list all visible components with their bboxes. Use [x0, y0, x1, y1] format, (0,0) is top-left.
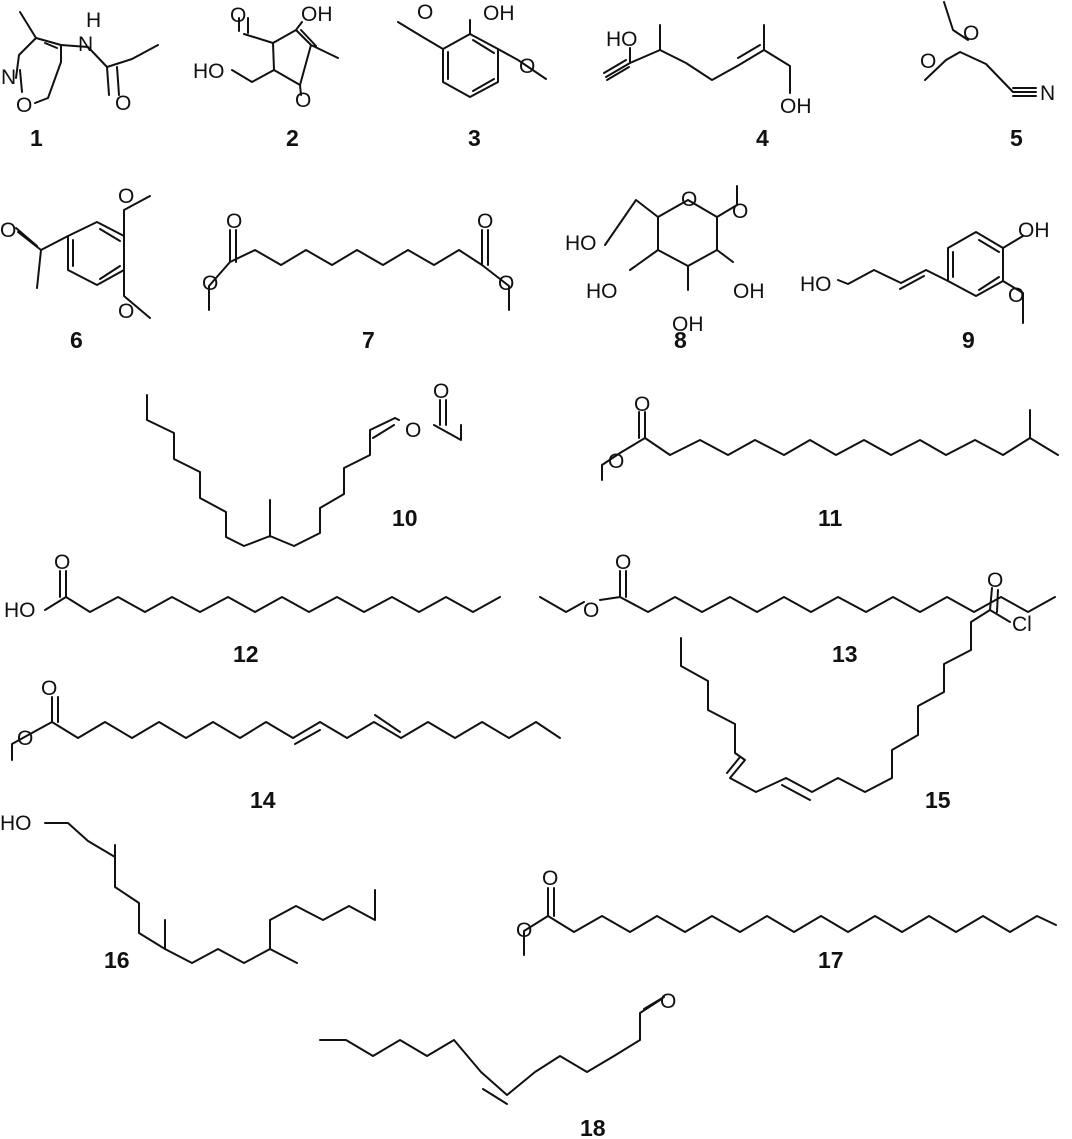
compound-number: 15 [925, 787, 951, 813]
compound-1: N O H N O 1 [1, 9, 159, 151]
atom-label: O [634, 393, 650, 416]
compound-number: 17 [818, 947, 844, 973]
compound-2: O OH HO O 2 [193, 3, 339, 151]
compound-number: 16 [104, 947, 130, 973]
atom-label: O [41, 677, 57, 700]
atom-label: O [963, 22, 979, 45]
atom-label: O [477, 210, 493, 233]
compound-number: 8 [674, 327, 687, 353]
compound-number: 4 [756, 125, 769, 151]
atom-label: HO [800, 273, 832, 296]
atom-label: OH [672, 313, 704, 336]
compound-3: O OH O 3 [397, 1, 547, 151]
atom-label: O [54, 551, 70, 574]
atom-label: N [1040, 82, 1055, 105]
compound-number: 10 [392, 505, 418, 531]
atom-label: O [405, 419, 421, 442]
compound-number: 18 [580, 1115, 606, 1139]
atom-label: O [16, 94, 32, 117]
compound-number: 14 [250, 787, 276, 813]
compound-16: HO 16 [0, 812, 376, 973]
atom-label: O [118, 185, 134, 208]
compound-5: O O N 5 [920, 1, 1055, 151]
atom-label: H [86, 9, 101, 32]
atom-label: OH [483, 2, 515, 25]
compound-8: O O HO HO OH OH 8 [565, 185, 765, 353]
atom-label: HO [193, 60, 225, 83]
atom-label: HO [586, 280, 618, 303]
atom-label: O [681, 188, 697, 211]
atom-label: O [608, 450, 624, 473]
compound-14: O O 14 [11, 677, 561, 813]
atom-label: O [17, 727, 33, 750]
compound-number: 11 [818, 505, 843, 531]
atom-label: O [732, 200, 748, 223]
atom-label: O [295, 89, 311, 112]
compound-number: 2 [286, 125, 299, 151]
compound-number: 5 [1010, 125, 1023, 151]
atom-label: HO [606, 28, 638, 51]
atom-label: HO [4, 599, 36, 622]
atom-label: O [615, 551, 631, 574]
compound-9: OH HO O 9 [800, 219, 1050, 353]
compound-12: O HO 12 [4, 551, 501, 667]
compound-number: 1 [30, 125, 43, 151]
atom-label: Cl [1012, 613, 1032, 636]
atom-label: HO [0, 812, 32, 835]
atom-label: O [115, 92, 131, 115]
atom-label: N [1, 66, 16, 89]
compound-10: O O 10 [146, 380, 462, 547]
atom-label: O [920, 50, 936, 73]
compound-number: 3 [468, 125, 481, 151]
atom-label: O [519, 55, 535, 78]
atom-label: O [433, 380, 449, 403]
compound-number: 9 [962, 327, 975, 353]
atom-label: OH [733, 280, 765, 303]
compound-4: HO OH 4 [603, 24, 812, 151]
atom-label: N [78, 33, 93, 56]
compound-18: O 18 [319, 990, 676, 1139]
atom-label: HO [565, 232, 597, 255]
compound-number: 6 [70, 327, 83, 353]
atom-label: O [542, 867, 558, 890]
atom-label: O [202, 272, 218, 295]
atom-label: OH [1018, 219, 1050, 242]
compound-11: O O 11 [601, 393, 1059, 531]
atom-label: O [660, 990, 676, 1013]
compound-15: O Cl 15 [680, 569, 1032, 813]
atom-label: O [0, 219, 16, 242]
compound-number: 13 [832, 641, 858, 667]
atom-label: OH [780, 95, 812, 118]
atom-label: O [417, 1, 433, 24]
atom-label: OH [301, 3, 333, 26]
compound-7: O O O O 7 [202, 210, 514, 353]
atom-label: O [118, 300, 134, 323]
compound-17: O O 17 [516, 867, 1057, 973]
compound-number: 7 [362, 327, 375, 353]
atom-label: O [987, 569, 1003, 592]
atom-label: O [498, 272, 514, 295]
compound-13: O O 13 [539, 551, 1056, 667]
atom-label: O [1008, 284, 1024, 307]
atom-label: O [230, 4, 246, 27]
compound-6: O O O 6 [0, 185, 151, 353]
atom-label: O [583, 599, 599, 622]
atom-label: O [226, 210, 242, 233]
atom-label: O [516, 919, 532, 942]
compound-number: 12 [233, 641, 259, 667]
